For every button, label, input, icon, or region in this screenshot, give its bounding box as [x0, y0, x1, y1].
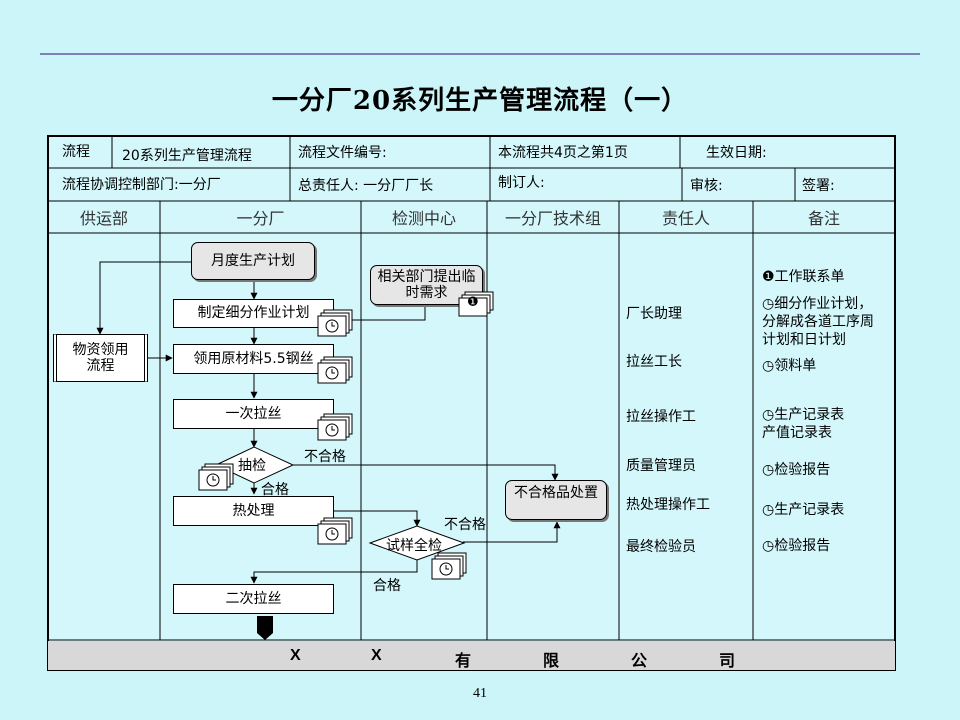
note-item: 产值记录表 — [762, 425, 832, 441]
header-effective-date: 生效日期: — [706, 145, 767, 161]
header-page-info: 本流程共4页之第1页 — [498, 145, 628, 161]
lane-header-tech-group: 一分厂技术组 — [504, 209, 601, 228]
note-item: 分解成各道工序周 — [762, 314, 874, 330]
header-author: 制订人: — [498, 175, 545, 191]
responsible-item: 热处理操作工 — [626, 497, 710, 513]
node-sample-test[interactable]: 试样全检 — [386, 538, 442, 554]
document-stack-icon — [458, 291, 494, 317]
lane-header-testing-center: 检测中心 — [391, 209, 456, 228]
note-item: ◷生产记录表 — [762, 502, 845, 518]
node-inspection[interactable]: 抽检 — [238, 458, 266, 474]
label-pass-sample: 合格 — [373, 578, 401, 594]
label-pass-inspection: 合格 — [261, 482, 289, 498]
page-number: 41 — [473, 686, 487, 701]
label-fail-sample: 不合格 — [444, 517, 486, 533]
node-related-depts[interactable]: 相关部门提出临时需求 — [370, 265, 483, 305]
note-item: ❶工作联系单 — [762, 269, 845, 285]
node-nonconforming[interactable]: 不合格品处置 — [505, 480, 607, 520]
lane-header-responsible: 责任人 — [661, 209, 710, 228]
doc-marker-1-icon: ❶ — [467, 295, 479, 310]
clock-document-icon — [198, 463, 234, 491]
node-raw-material[interactable]: 领用原材料5.5钢丝 — [173, 344, 334, 374]
footer-char: 限 — [543, 653, 560, 670]
lane-header-notes: 备注 — [807, 209, 840, 228]
node-second-drawing[interactable]: 二次拉丝 — [173, 584, 334, 614]
clock-document-icon — [431, 552, 467, 580]
footer-char: X — [290, 647, 301, 664]
footer-char: 公 — [631, 653, 648, 670]
page-title: 一分厂20系列生产管理流程（一） — [271, 86, 689, 116]
clock-document-icon — [317, 517, 353, 545]
clock-document-icon — [317, 413, 353, 441]
lane-header-branch-factory: 一分厂 — [236, 209, 285, 228]
label-fail-inspection: 不合格 — [304, 449, 346, 465]
responsible-item: 厂长助理 — [626, 306, 682, 322]
header-owner: 总责任人: 一分厂厂长 — [298, 178, 434, 194]
footer-char: X — [371, 647, 382, 664]
footer-char: 有 — [455, 653, 472, 670]
footer-char: 司 — [719, 653, 736, 670]
note-item: ◷检验报告 — [762, 538, 831, 554]
node-material-flow[interactable]: 物资领用流程 — [53, 334, 148, 382]
responsible-item: 拉丝工长 — [626, 354, 682, 370]
node-first-drawing[interactable]: 一次拉丝 — [173, 399, 334, 429]
responsible-item: 质量管理员 — [626, 458, 696, 474]
note-item: ◷领料单 — [762, 358, 817, 374]
responsible-item: 拉丝操作工 — [626, 409, 696, 425]
note-item: ◷生产记录表 — [762, 407, 845, 423]
header-coordinating-dept: 流程协调控制部门:一分厂 — [62, 177, 221, 193]
node-heat-treatment[interactable]: 热处理 — [173, 496, 334, 526]
responsible-item: 最终检验员 — [626, 539, 696, 555]
note-item: ◷检验报告 — [762, 462, 831, 478]
header-signature: 签署: — [802, 178, 835, 194]
node-monthly-plan[interactable]: 月度生产计划 — [191, 242, 315, 280]
lane-header-supply: 供运部 — [79, 209, 128, 228]
header-process-name: 20系列生产管理流程 — [122, 148, 252, 164]
clock-document-icon — [317, 356, 353, 384]
header-reviewer: 审核: — [690, 178, 723, 194]
top-rule — [40, 53, 920, 55]
note-item: ◷细分作业计划， — [762, 296, 873, 312]
note-item: 计划和日计划 — [762, 332, 846, 348]
header-file-number: 流程文件编号: — [298, 145, 387, 161]
clock-document-icon — [317, 309, 353, 337]
header-process-label: 流程 — [62, 144, 90, 160]
node-detailed-plan[interactable]: 制定细分作业计划 — [173, 299, 334, 328]
